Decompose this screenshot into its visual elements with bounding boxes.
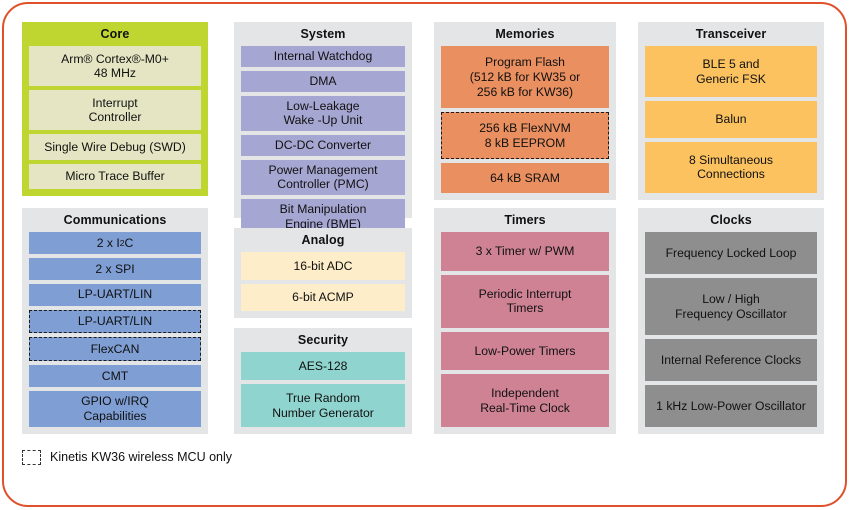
block-flexnvm-eeprom[interactable]: 256 kB FlexNVM 8 kB EEPROM xyxy=(441,112,609,160)
block-periodic-interrupt-timers[interactable]: Periodic Interrupt Timers xyxy=(441,274,609,328)
panel-title-analog: Analog xyxy=(301,233,345,247)
block-arm-cortex-m0plus[interactable]: Arm® Cortex®-M0+ 48 MHz xyxy=(29,46,201,87)
panel-title-memories: Memories xyxy=(495,27,555,41)
dashed-square-swatch-icon xyxy=(22,450,41,465)
block-interrupt-controller[interactable]: Interrupt Controller xyxy=(29,90,201,131)
block-timer-with-pwm[interactable]: 3 x Timer w/ PWM xyxy=(441,232,609,271)
block-true-random-number-generator[interactable]: True Random Number Generator xyxy=(241,384,405,428)
panel-blocks-timers: 3 x Timer w/ PWM Periodic Interrupt Time… xyxy=(441,232,609,428)
block-flexcan[interactable]: FlexCAN xyxy=(29,337,201,361)
block-internal-watchdog[interactable]: Internal Watchdog xyxy=(241,46,405,68)
block-lp-uart-lin-1[interactable]: LP-UART/LIN xyxy=(29,283,201,306)
panel-timers: Timers 3 x Timer w/ PWM Periodic Interru… xyxy=(434,208,616,434)
panel-core: Core Arm® Cortex®-M0+ 48 MHz Interrupt C… xyxy=(22,22,208,196)
block-dma[interactable]: DMA xyxy=(241,71,405,92)
panel-memories: Memories Program Flash (512 kB for KW35 … xyxy=(434,22,616,200)
block-lp-uart-lin-2[interactable]: LP-UART/LIN xyxy=(29,309,201,334)
panel-clocks: Clocks Frequency Locked Loop Low / High … xyxy=(638,208,824,434)
panel-blocks-security: AES-128 True Random Number Generator xyxy=(241,352,405,428)
block-internal-reference-clocks[interactable]: Internal Reference Clocks xyxy=(645,339,817,382)
panel-analog: Analog 16-bit ADC 6-bit ACMP xyxy=(234,228,412,318)
block-frequency-locked-loop[interactable]: Frequency Locked Loop xyxy=(645,232,817,275)
panel-title-security: Security xyxy=(297,333,349,347)
panel-system: System Internal Watchdog DMA Low-Leakage… xyxy=(234,22,412,235)
block-1khz-low-power-oscillator[interactable]: 1 kHz Low-Power Oscillator xyxy=(645,385,817,428)
legend-label: Kinetis KW36 wireless MCU only xyxy=(50,450,232,464)
block-micro-trace-buffer[interactable]: Micro Trace Buffer xyxy=(29,163,201,190)
panel-security: Security AES-128 True Random Number Gene… xyxy=(234,328,412,434)
panel-blocks-core: Arm® Cortex®-M0+ 48 MHz Interrupt Contro… xyxy=(29,46,201,190)
block-power-management-controller[interactable]: Power Management Controller (PMC) xyxy=(241,159,405,195)
block-balun[interactable]: Balun xyxy=(645,101,817,138)
panel-blocks-transceiver: BLE 5 and Generic FSK Balun 8 Simultaneo… xyxy=(645,46,817,194)
panel-title-timers: Timers xyxy=(504,213,546,227)
block-aes-128[interactable]: AES-128 xyxy=(241,352,405,381)
block-16-bit-adc[interactable]: 16-bit ADC xyxy=(241,252,405,280)
block-program-flash[interactable]: Program Flash (512 kB for KW35 or 256 kB… xyxy=(441,46,609,109)
panel-title-system: System xyxy=(300,27,346,41)
block-low-high-frequency-oscillator[interactable]: Low / High Frequency Oscillator xyxy=(645,278,817,336)
block-independent-real-time-clock[interactable]: Independent Real-Time Clock xyxy=(441,374,609,428)
block-low-leakage-wakeup-unit[interactable]: Low-Leakage Wake -Up Unit xyxy=(241,95,405,131)
block-ble5-generic-fsk[interactable]: BLE 5 and Generic FSK xyxy=(645,46,817,98)
panel-title-communications: Communications xyxy=(63,213,167,227)
block-6-bit-acmp[interactable]: 6-bit ACMP xyxy=(241,283,405,311)
block-64kb-sram[interactable]: 64 kB SRAM xyxy=(441,163,609,193)
panel-title-core: Core xyxy=(100,27,130,41)
legend: Kinetis KW36 wireless MCU only xyxy=(22,450,232,465)
block-dc-dc-converter[interactable]: DC-DC Converter xyxy=(241,134,405,156)
panel-blocks-clocks: Frequency Locked Loop Low / High Frequen… xyxy=(645,232,817,428)
block-gpio-irq[interactable]: GPIO w/IRQ Capabilities xyxy=(29,390,201,428)
panel-blocks-memories: Program Flash (512 kB for KW35 or 256 kB… xyxy=(441,46,609,193)
panel-title-transceiver: Transceiver xyxy=(695,27,767,41)
panel-blocks-system: Internal Watchdog DMA Low-Leakage Wake -… xyxy=(241,46,405,235)
block-8-simultaneous-connections[interactable]: 8 Simultaneous Connections xyxy=(645,141,817,194)
panel-transceiver: Transceiver BLE 5 and Generic FSK Balun … xyxy=(638,22,824,200)
panel-blocks-analog: 16-bit ADC 6-bit ACMP xyxy=(241,252,405,311)
block-single-wire-debug[interactable]: Single Wire Debug (SWD) xyxy=(29,134,201,160)
panel-title-clocks: Clocks xyxy=(710,213,752,227)
block-spi[interactable]: 2 x SPI xyxy=(29,258,201,280)
block-cmt[interactable]: CMT xyxy=(29,364,201,387)
block-low-power-timers[interactable]: Low-Power Timers xyxy=(441,331,609,371)
